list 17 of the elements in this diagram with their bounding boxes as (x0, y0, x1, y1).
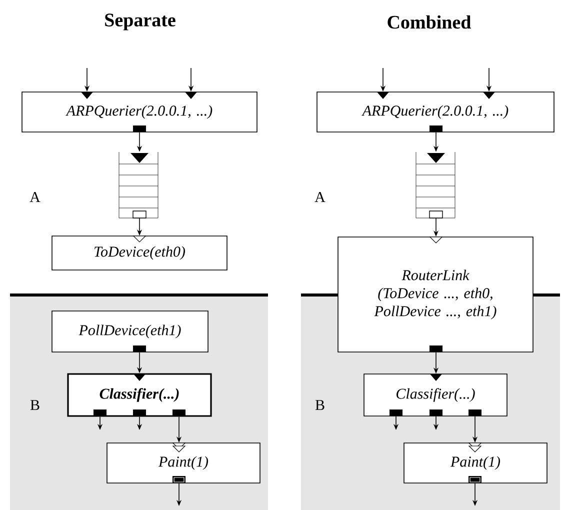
region-label: B (315, 400, 324, 410)
element-box: Paint(1) (404, 442, 548, 484)
element-box: RouterLink (ToDevice ..., eth0, PollDevice ..., eth1) (338, 236, 534, 352)
element-box: Classifier(...) (364, 374, 508, 416)
element-box: PollDevice(eth1) (52, 310, 208, 352)
region-label: B (30, 400, 40, 410)
element-box: Paint(1) (106, 442, 260, 484)
region-label: A (314, 192, 326, 202)
queue (416, 152, 456, 218)
queue (118, 152, 158, 218)
element-box: ARPQuerier(2.0.0.1, ...) (22, 92, 258, 132)
element-box: ARPQuerier(2.0.0.1, ...) (316, 92, 554, 132)
panel-title: Combined (388, 15, 471, 29)
element-box: Classifier(...) (67, 373, 212, 417)
element-box: ToDevice(eth0) (52, 236, 228, 270)
region-label: A (30, 192, 40, 202)
panel-title: Separate (105, 14, 176, 30)
